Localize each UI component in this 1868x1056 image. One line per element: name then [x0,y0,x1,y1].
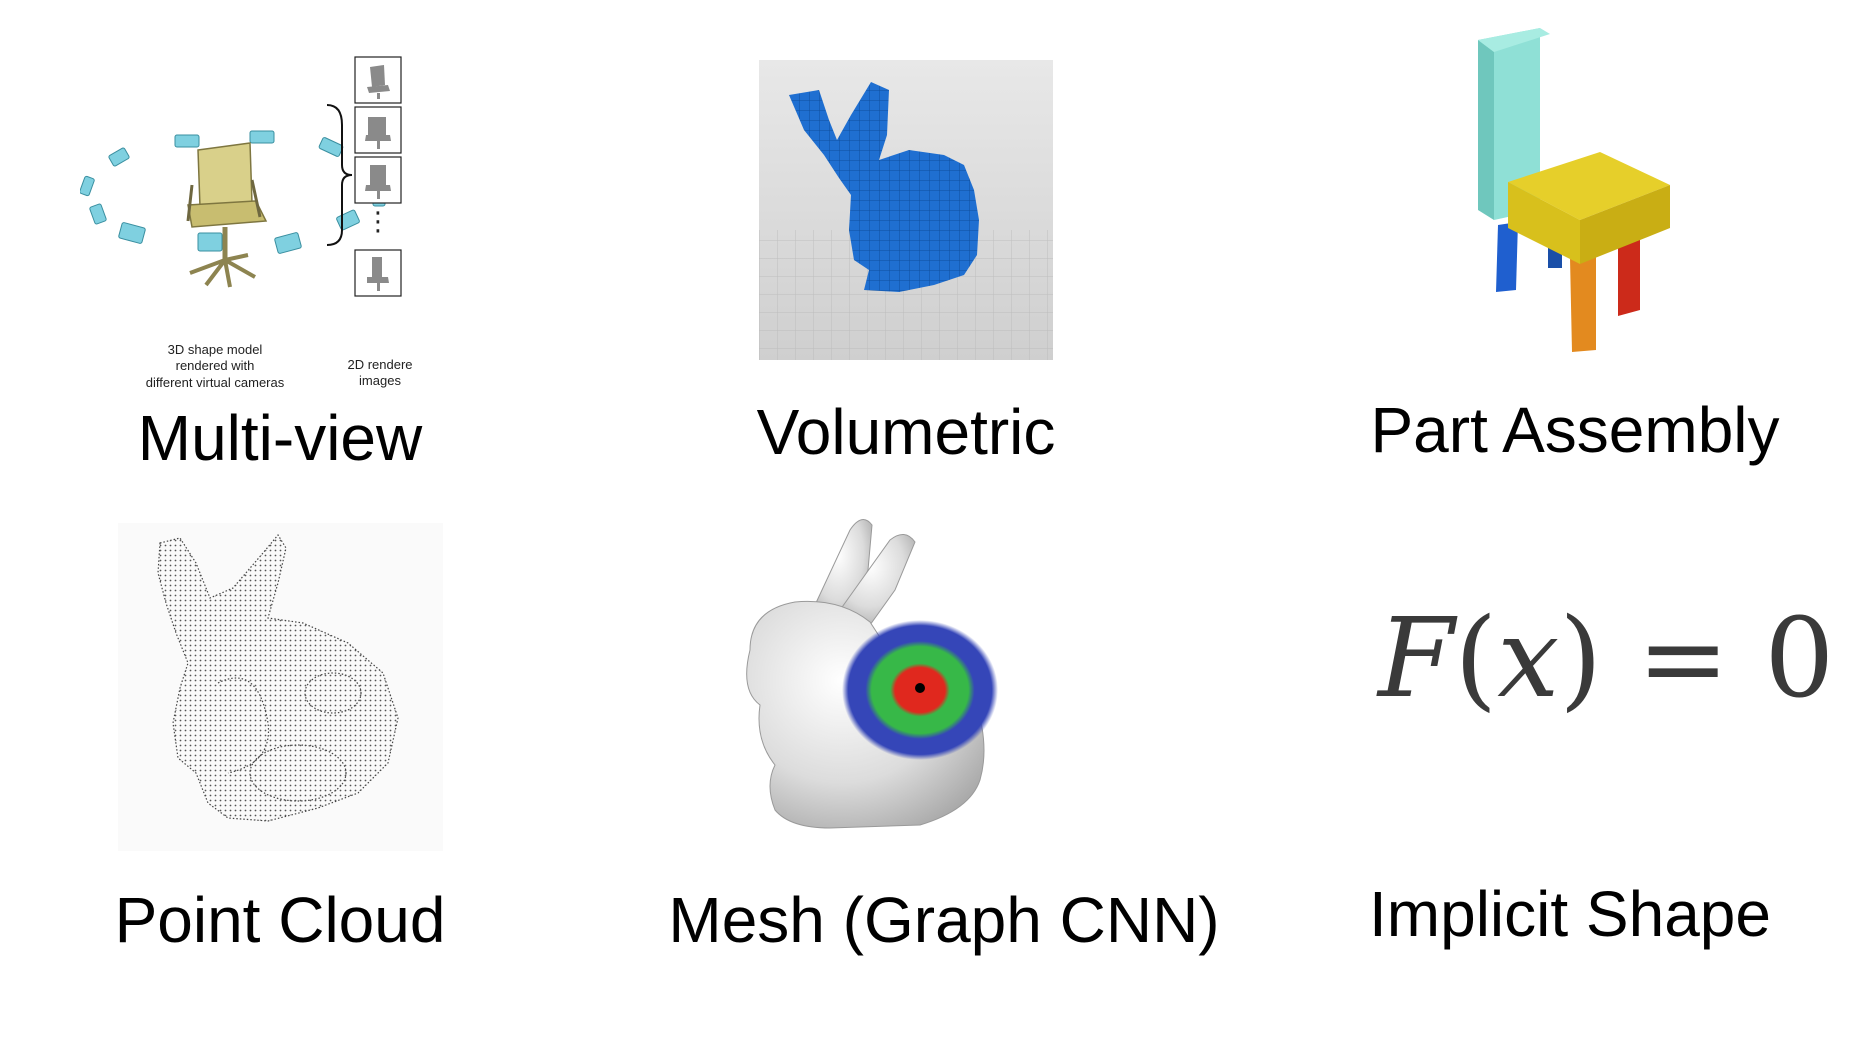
formula-function-symbol: F [1378,594,1455,722]
note-line: 2D rendere [347,357,413,372]
multiview-caption: Multi-view [137,402,423,474]
note-line: different virtual cameras [145,374,285,390]
multiview-vertical-ellipsis: ⋮ [365,206,391,236]
multiview-left-note: 3D shape model rendered with different v… [120,342,310,391]
multiview-illustration [79,56,402,297]
formula-zero: 0 [1764,594,1835,722]
chair-back-part [1478,28,1550,220]
part-assembly-caption: Part Assembly [1370,394,1780,466]
point-cloud-bunny [118,523,443,851]
multiview-panel: 3D shape model rendered with different v… [79,55,500,405]
source-vertex-dot [915,683,925,693]
bracket-icon [326,104,353,246]
note-line: 3D shape model [167,342,263,357]
implicit-formula: F(x) = 0 [1378,603,1834,713]
formula-equals: = [1602,594,1765,722]
formula-close-paren: ) [1559,594,1603,722]
mesh-panel [720,510,1000,850]
note-line: images [359,373,401,389]
formula-variable: x [1497,594,1560,722]
point-cloud-panel [118,523,443,851]
part-assembly-chair [1478,28,1670,352]
voxel-bunny-image [759,60,1053,360]
note-line: rendered with [175,358,255,374]
point-cloud-caption: Point Cloud [114,884,446,956]
part-assembly-panel [1470,20,1680,360]
mesh-bunny [746,519,998,829]
implicit-caption: Implicit Shape [1369,878,1771,950]
voxel-bunny [789,82,979,292]
formula-open-paren: ( [1454,594,1498,722]
point-cloud-points [157,533,399,822]
volumetric-panel [759,60,1053,360]
volumetric-caption: Volumetric [756,396,1056,468]
chair-seat-part [1508,152,1670,264]
chair-legs [1496,222,1640,352]
chair-icon [186,142,268,288]
multiview-right-note: 2D rendere images [335,357,425,390]
mesh-caption: Mesh (Graph CNN) [668,884,1220,956]
